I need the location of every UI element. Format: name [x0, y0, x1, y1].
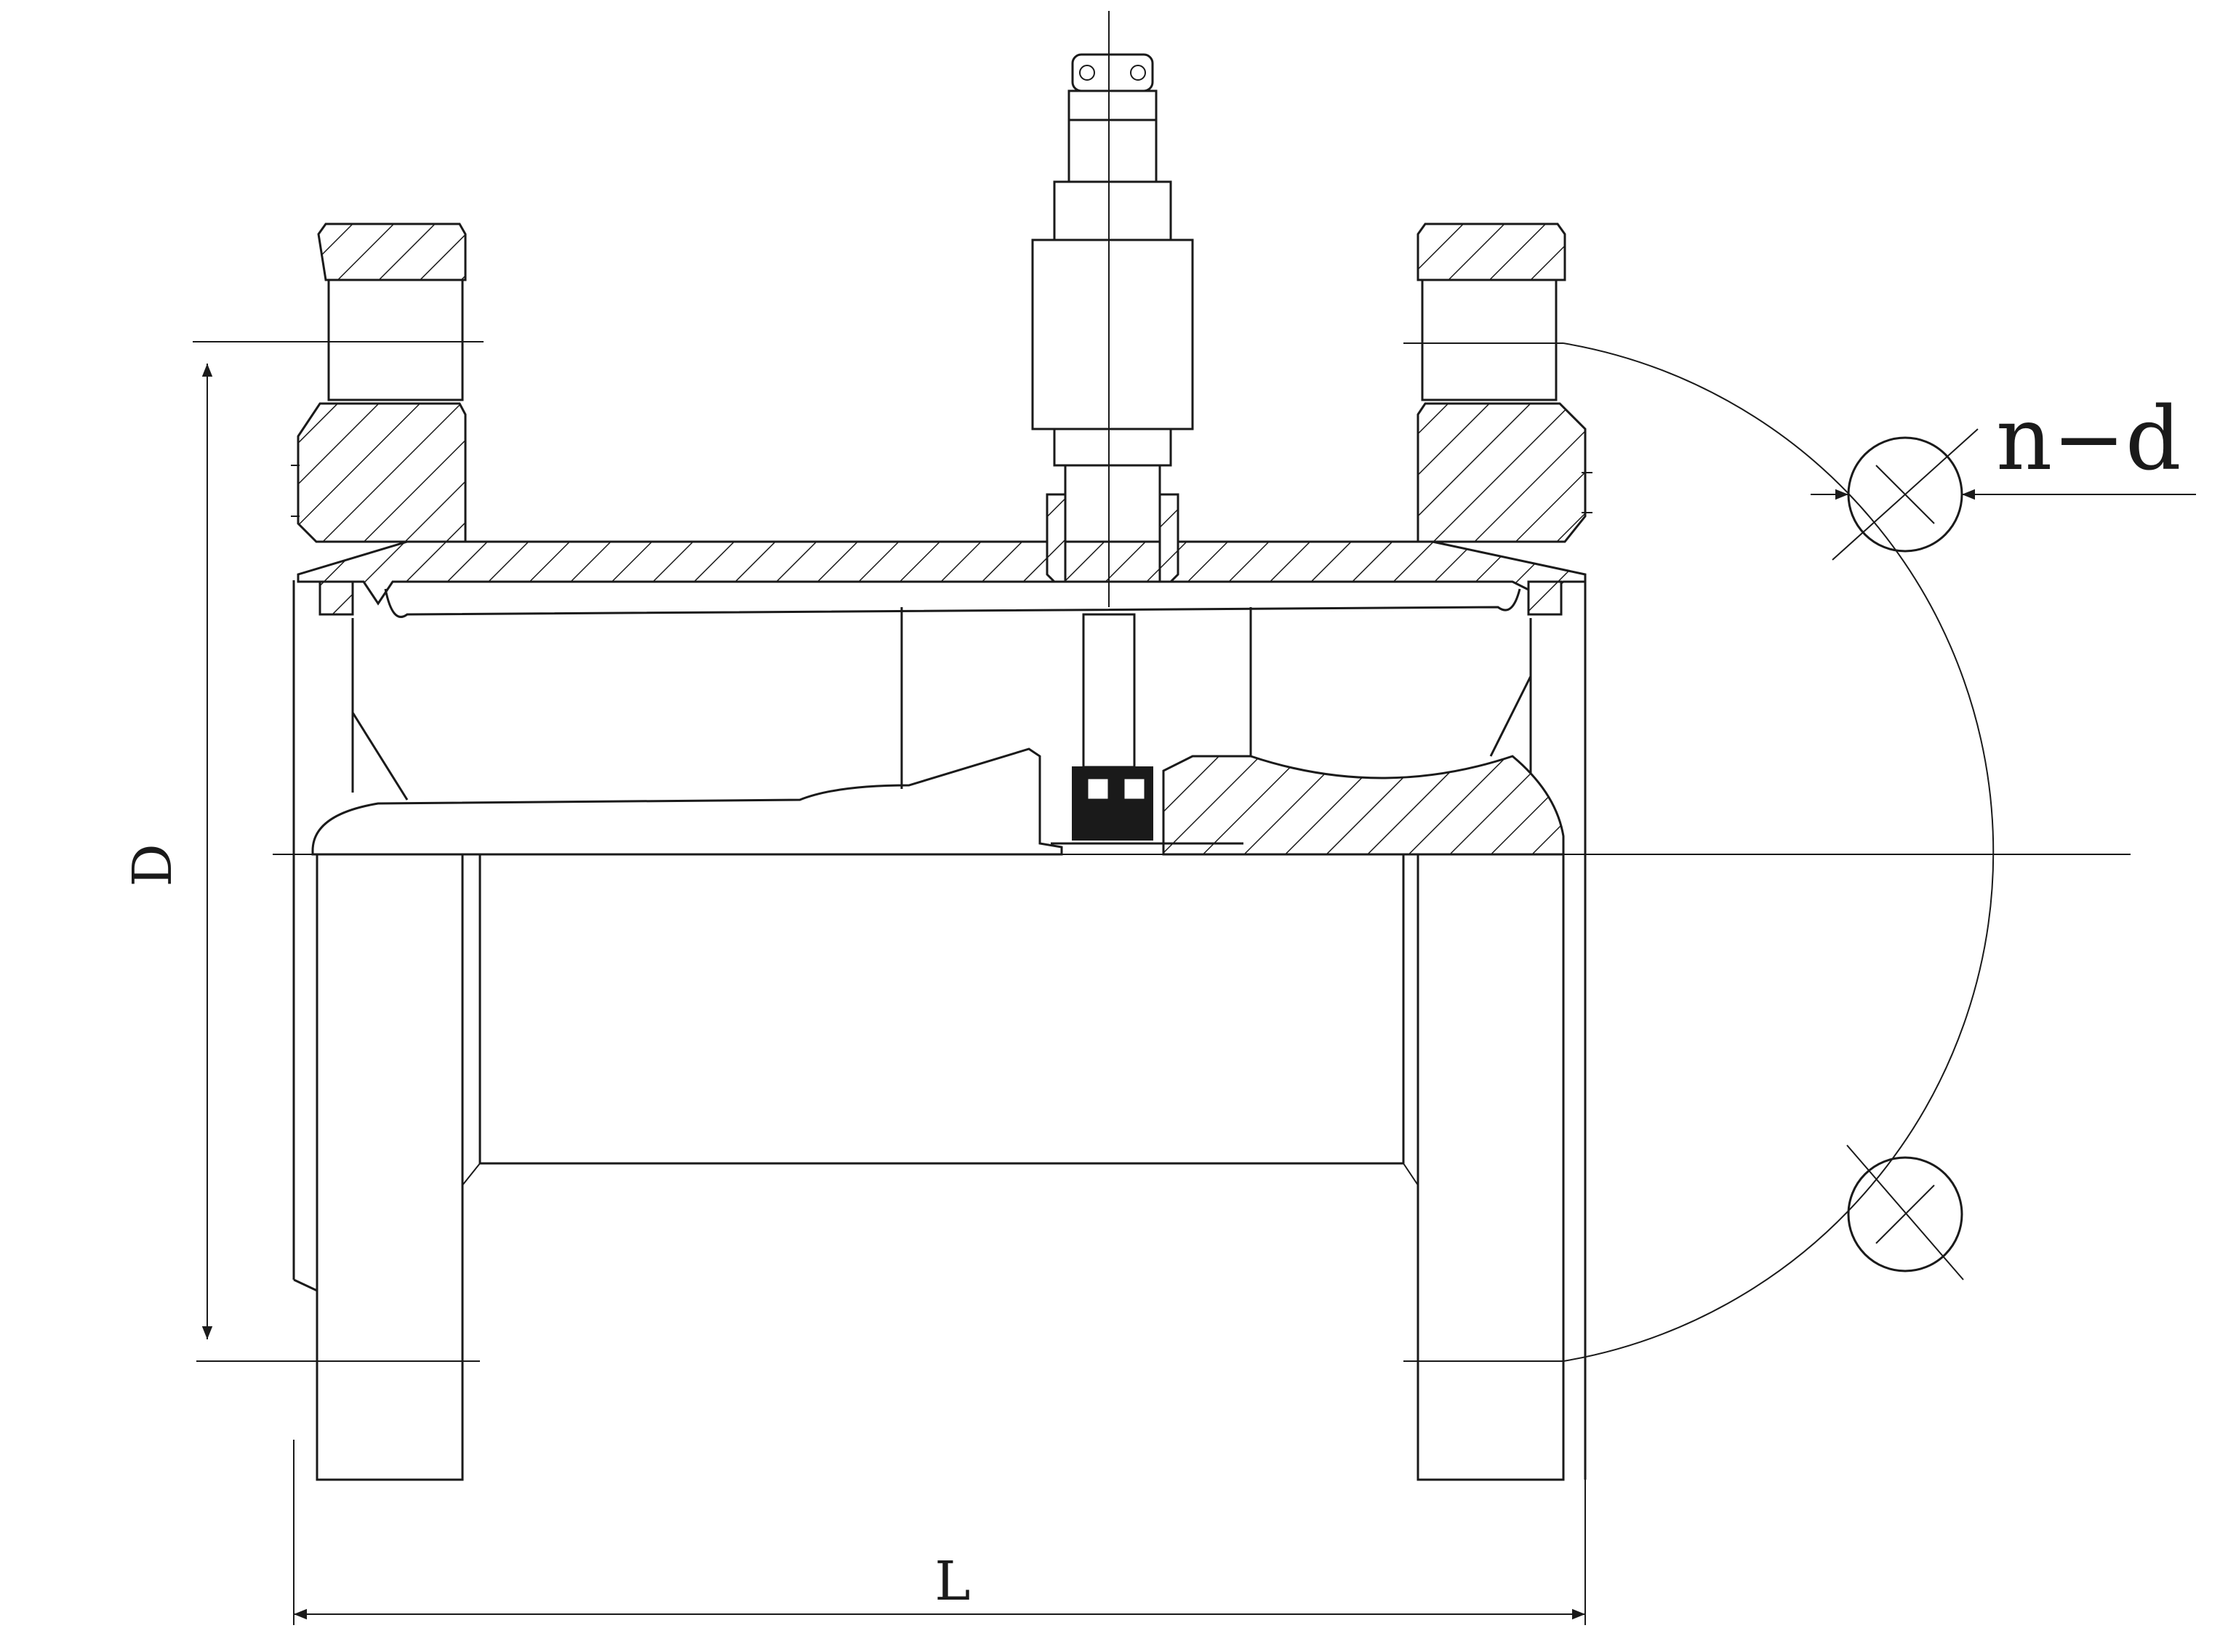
dimension-l-label: L [934, 1550, 970, 1613]
right-bolt-hole [1421, 278, 1558, 401]
left-flange-lower-section [297, 402, 467, 543]
bolt-hole-lower [1847, 1156, 1963, 1272]
sensor-assembly [1031, 11, 1194, 607]
left-flange-top-section [317, 222, 467, 281]
left-seal-ring [318, 580, 354, 616]
dimension-d-label: D [121, 843, 184, 886]
bolt-circle-arc [1563, 342, 1995, 1362]
right-flange [1416, 222, 1592, 1481]
dimension-l [293, 1440, 1586, 1625]
pipe-body [461, 854, 1419, 1186]
right-seal-ring [1527, 580, 1563, 616]
body-wall-section [297, 540, 1587, 606]
right-flange-top-section [1416, 222, 1566, 281]
left-bolt-hole [327, 278, 464, 401]
rotor-hub [1082, 613, 1136, 769]
bolt-circle-view [1403, 342, 2196, 1362]
front-guide-vane [311, 747, 1063, 856]
bolt-hole-count-diameter-label: n−d [1996, 389, 2181, 490]
left-flange [291, 222, 467, 1481]
left-flange-bottom [316, 853, 464, 1481]
amplifier-housing [1031, 238, 1194, 430]
right-flange-lower-section [1416, 402, 1587, 543]
rotor-region [311, 607, 1565, 856]
right-flange-bottom [1416, 853, 1565, 1481]
rear-guide-vane-section [1162, 755, 1565, 856]
dimension-d [193, 341, 484, 1362]
